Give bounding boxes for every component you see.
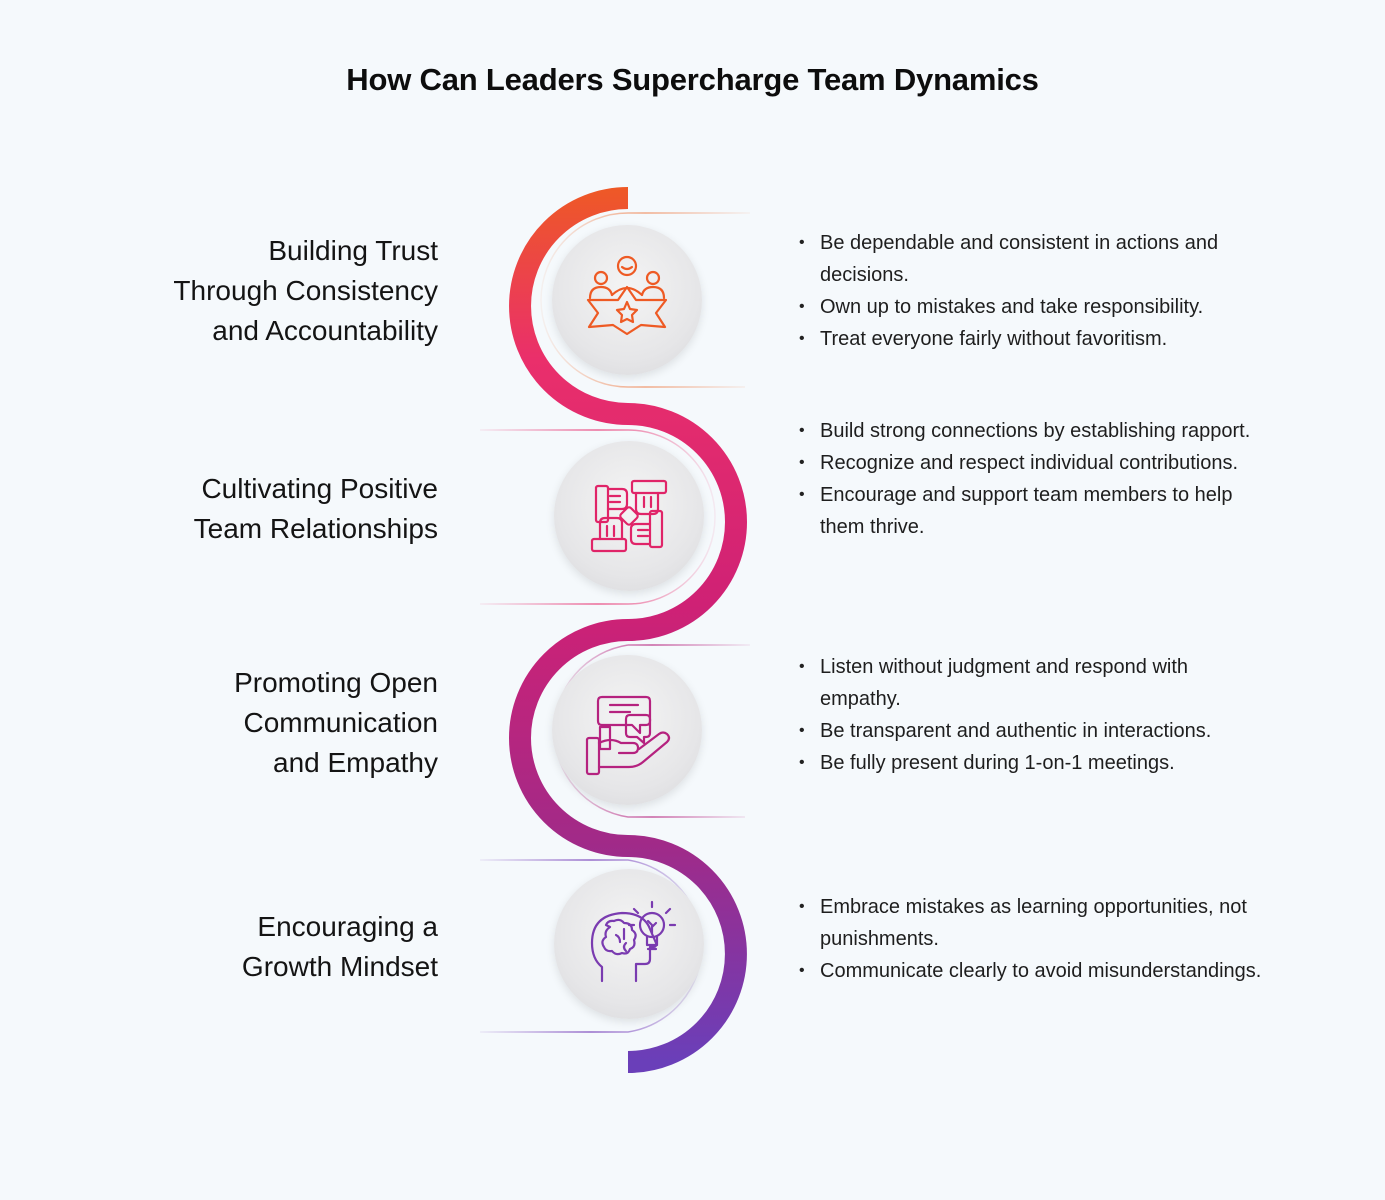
bullet-item: Communicate clearly to avoid misundersta… <box>797 955 1267 987</box>
icon-circle-4 <box>554 869 704 1019</box>
icon-circle-1 <box>552 225 702 375</box>
bullet-item: Build strong connections by establishing… <box>797 415 1267 447</box>
section-bullets-1: Be dependable and consistent in actions … <box>797 227 1267 355</box>
guide-line-1 <box>540 212 750 388</box>
section-bullets-2: Build strong connections by establishing… <box>797 415 1267 543</box>
section-heading-4: Encouraging a Growth Mindset <box>241 911 438 982</box>
bullet-item: Recognize and respect individual contrib… <box>797 447 1267 479</box>
head-lightbulb-icon <box>590 900 677 983</box>
icon-circle-3 <box>552 655 702 805</box>
team-star-icon <box>586 255 668 336</box>
joined-hands-icon <box>590 479 668 553</box>
section-bullets-4: Embrace mistakes as learning opportuniti… <box>797 891 1267 987</box>
bullet-item: Treat everyone fairly without favoritism… <box>797 323 1267 355</box>
bullet-item: Be transparent and authentic in interact… <box>797 715 1267 747</box>
bullet-item: Be fully present during 1-on-1 meetings. <box>797 747 1267 779</box>
bullet-item: Own up to mistakes and take responsibili… <box>797 291 1267 323</box>
wave-band <box>509 187 747 1073</box>
chat-hand-icon <box>585 695 671 776</box>
section-bullets-3: Listen without judgment and respond with… <box>797 651 1267 779</box>
section-heading-1: Building Trust Through Consistency and A… <box>173 235 438 346</box>
bullet-item: Be dependable and consistent in actions … <box>797 227 1267 291</box>
section-heading-3: Promoting Open Communication and Empathy <box>234 667 438 778</box>
page-title: How Can Leaders Supercharge Team Dynamic… <box>346 62 1039 97</box>
guide-line-2 <box>480 429 716 605</box>
icon-circle-2 <box>554 441 704 591</box>
bullet-item: Listen without judgment and respond with… <box>797 651 1267 715</box>
bullet-item: Encourage and support team members to he… <box>797 479 1267 543</box>
bullet-item: Embrace mistakes as learning opportuniti… <box>797 891 1267 955</box>
section-heading-2: Cultivating Positive Team Relationships <box>193 473 438 544</box>
